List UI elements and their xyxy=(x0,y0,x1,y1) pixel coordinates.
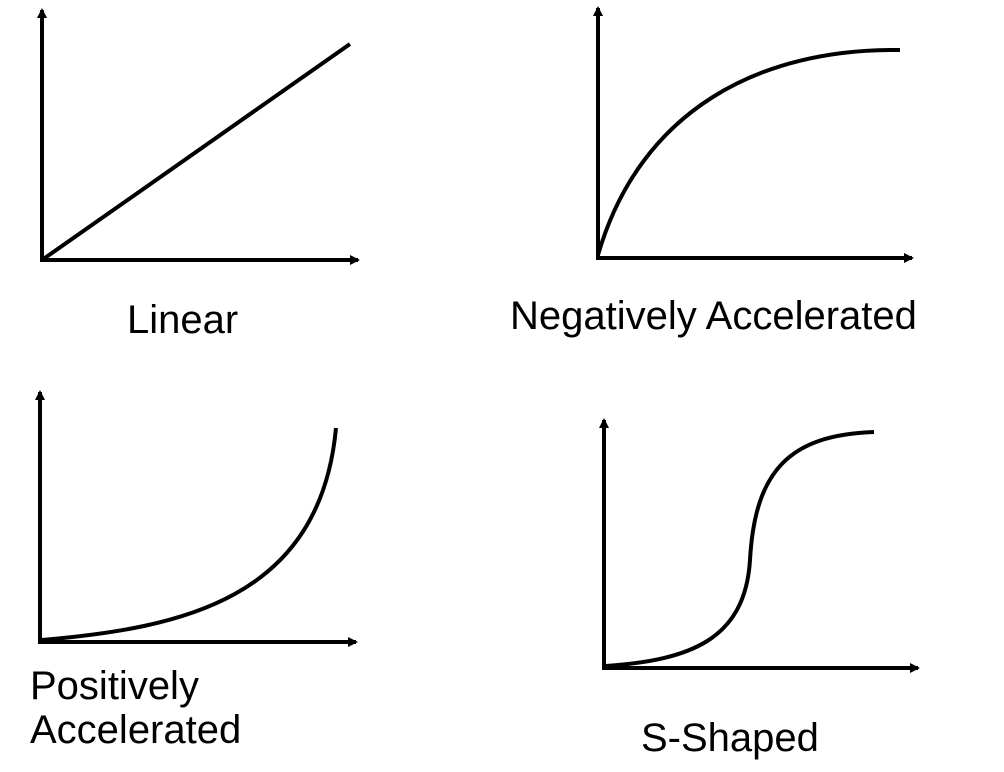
positively-accelerated-label: Positively Accelerated xyxy=(30,664,241,752)
panel-linear xyxy=(37,8,360,265)
s-shaped-curve xyxy=(605,430,875,668)
linear-label: Linear xyxy=(127,298,239,342)
panel-positively-accelerated xyxy=(35,390,358,647)
positively-accelerated-curve xyxy=(41,427,338,642)
panel-negatively-accelerated xyxy=(593,6,914,263)
positively-accelerated-label-line2: Accelerated xyxy=(30,708,242,752)
negatively-accelerated-curve xyxy=(596,47,901,256)
s-shaped-label: S-Shaped xyxy=(641,716,819,760)
positively-accelerated-label-line1: Positively xyxy=(30,664,199,708)
panel-s-shaped xyxy=(599,418,920,673)
negatively-accelerated-label: Negatively Accelerated xyxy=(510,294,917,338)
linear-curve xyxy=(40,42,352,262)
